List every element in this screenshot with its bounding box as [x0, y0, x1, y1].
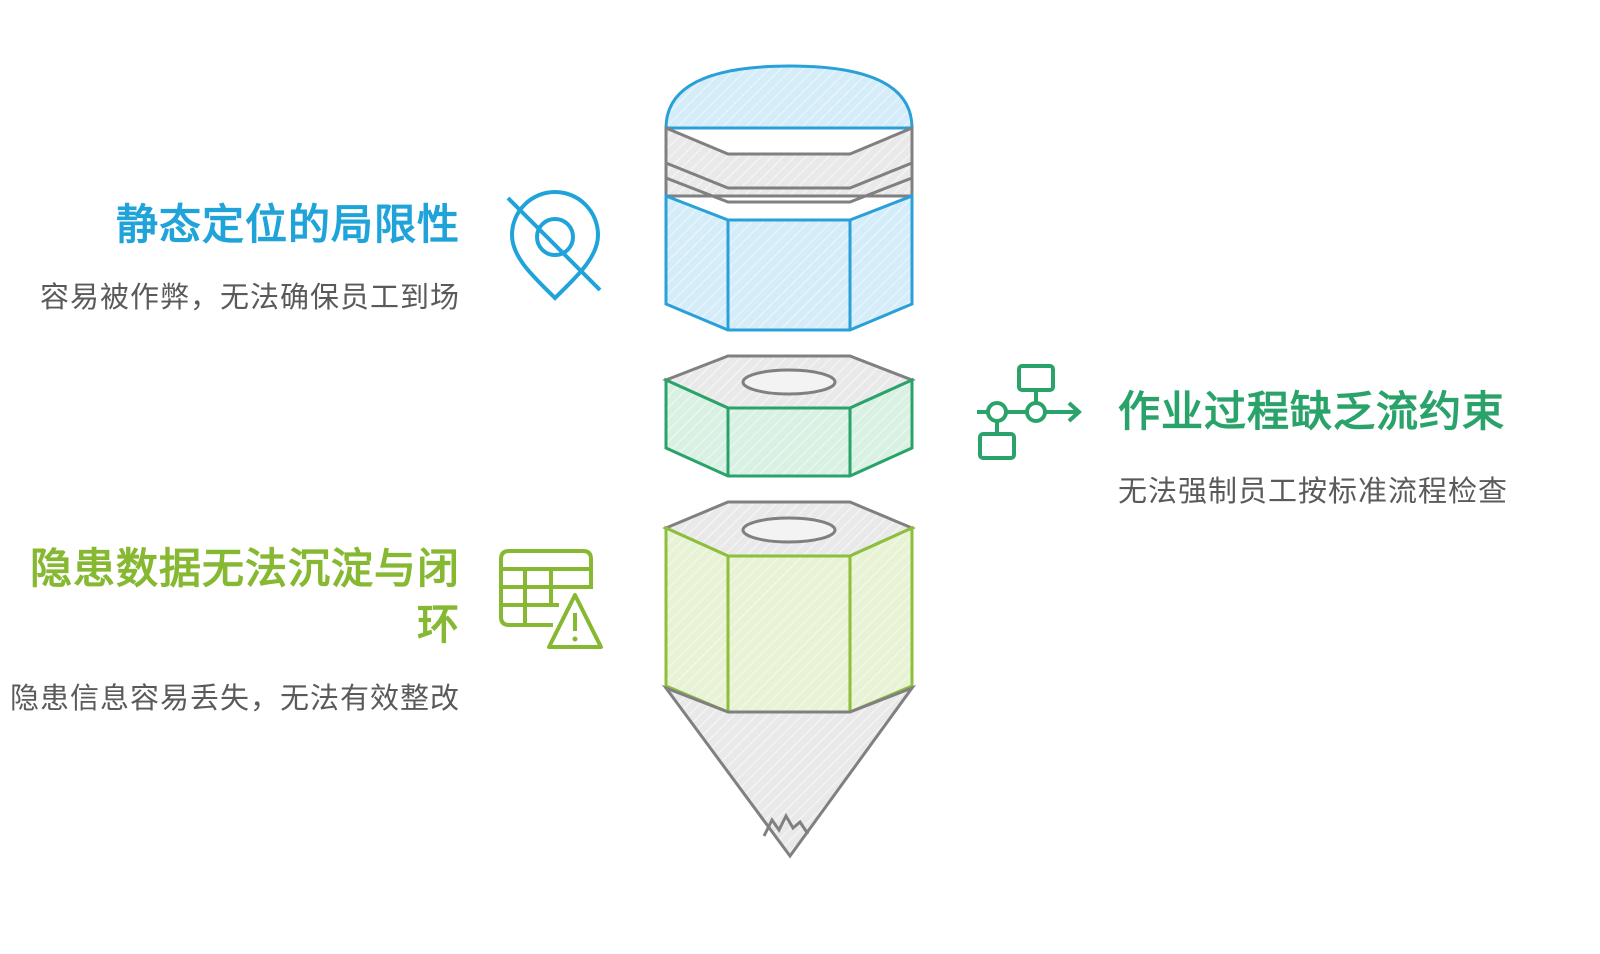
- section-description: 隐患信息容易丢失，无法有效整改: [9, 681, 460, 715]
- section-description: 无法强制员工按标准流程检查: [1118, 474, 1509, 508]
- section-description: 容易被作弊，无法确保员工到场: [39, 280, 460, 314]
- section-static-location: 静态定位的局限性 容易被作弊，无法确保员工到场: [0, 195, 460, 316]
- middle-nut-segment: [662, 354, 916, 478]
- location-off-icon: [506, 190, 602, 301]
- section-title: 隐患数据无法沉淀与闭环: [29, 544, 460, 649]
- lower-body-segment: [662, 500, 916, 714]
- section-process-constraint: 作业过程缺乏流约束 无法强制员工按标准流程检查: [1118, 382, 1588, 510]
- workflow-icon: [977, 364, 1082, 460]
- pencil-tip: [661, 684, 917, 859]
- eraser-segment: [664, 64, 914, 332]
- section-hazard-data: 隐患数据无法沉淀与闭环 隐患信息容易丢失，无法有效整改: [0, 541, 460, 717]
- section-title: 作业过程缺乏流约束: [1118, 387, 1506, 436]
- table-warning-icon: [499, 549, 603, 649]
- section-title: 静态定位的局限性: [115, 200, 460, 249]
